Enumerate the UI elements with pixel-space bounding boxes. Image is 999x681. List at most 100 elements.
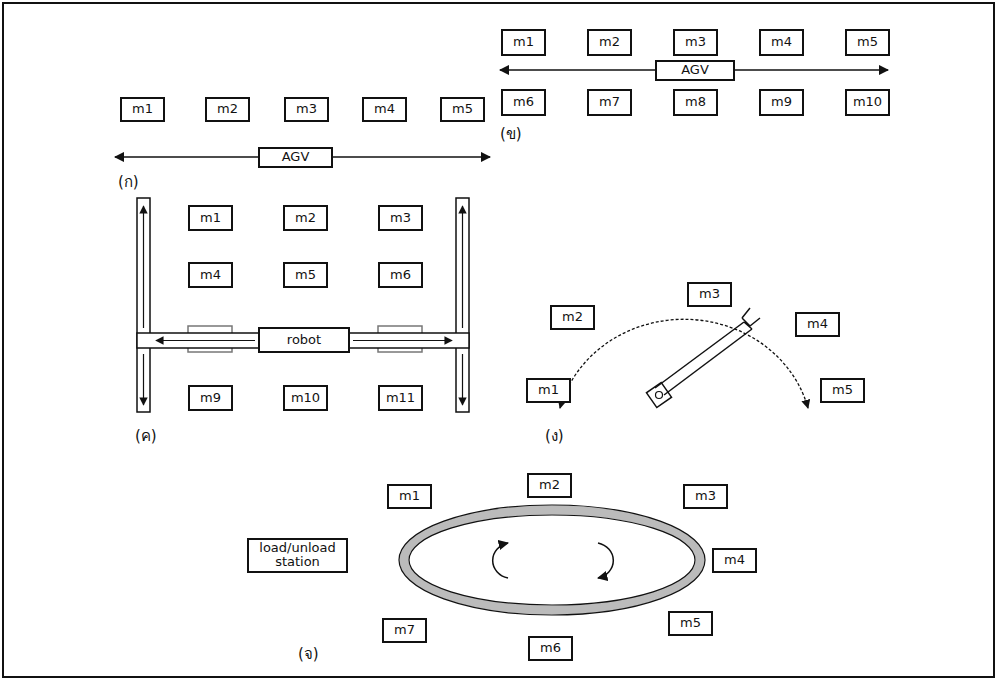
machine-box: m1 xyxy=(526,378,571,403)
machine-box: robot xyxy=(258,327,350,353)
machine-box: m3 xyxy=(673,29,718,56)
box-label: m3 xyxy=(685,35,706,49)
machine-box: m9 xyxy=(759,89,804,116)
box-label: m2 xyxy=(562,310,583,324)
machine-box: m11 xyxy=(378,385,423,411)
machine-box: m4 xyxy=(188,262,233,288)
rail-arrow xyxy=(353,340,452,341)
machine-box: m3 xyxy=(687,282,732,307)
robot-joint xyxy=(656,392,663,399)
box-label: robot xyxy=(287,333,321,347)
machine-box: m5 xyxy=(845,29,890,56)
box-label: m2 xyxy=(295,211,316,225)
machine-box: m2 xyxy=(527,473,572,498)
flow-arrow xyxy=(598,543,613,578)
box-label: load/unload station xyxy=(249,541,346,570)
machine-box: m7 xyxy=(382,618,427,643)
box-label: m5 xyxy=(857,35,878,49)
conveyor-edge xyxy=(399,505,705,615)
conveyor-band xyxy=(404,510,700,610)
machine-box: m4 xyxy=(795,312,840,337)
machine-box: m2 xyxy=(283,205,328,231)
machine-box: m10 xyxy=(283,385,328,411)
rail-arrow xyxy=(156,340,255,341)
frame xyxy=(3,3,994,677)
box-label: m3 xyxy=(699,287,720,301)
box-label: m5 xyxy=(295,268,316,282)
box-label: m5 xyxy=(452,102,473,116)
box-label: m5 xyxy=(832,383,853,397)
rail-arrow xyxy=(143,354,144,405)
machine-box: m7 xyxy=(587,89,632,116)
machine-box: m3 xyxy=(378,205,423,231)
box-label: m10 xyxy=(853,95,882,109)
machine-box: m2 xyxy=(587,29,632,56)
box-label: m6 xyxy=(390,268,411,282)
machine-box: m10 xyxy=(845,89,890,116)
box-label: m3 xyxy=(296,102,317,116)
box-label: m2 xyxy=(217,102,238,116)
machine-box: m5 xyxy=(440,97,485,122)
box-label: m1 xyxy=(200,211,221,225)
gantry-track xyxy=(137,198,469,412)
vertical-rail xyxy=(137,198,150,412)
machine-box: m5 xyxy=(820,378,865,403)
machine-box: m4 xyxy=(712,548,757,573)
box-label: m2 xyxy=(539,478,560,492)
robot-base xyxy=(646,382,671,407)
machine-box: m5 xyxy=(668,611,713,636)
box-label: m1 xyxy=(513,35,534,49)
machine-box: m1 xyxy=(501,29,546,56)
flow-arrow xyxy=(493,543,508,578)
box-label: m11 xyxy=(386,391,415,405)
machine-box: m5 xyxy=(283,262,328,288)
box-label: m9 xyxy=(200,391,221,405)
horizontal-rail xyxy=(137,333,469,348)
machine-box: load/unload station xyxy=(247,538,348,573)
figure-label: (ก) xyxy=(118,170,139,194)
box-label: m1 xyxy=(399,489,420,503)
box-label: m4 xyxy=(771,35,792,49)
box-label: AGV xyxy=(681,63,709,77)
machine-box: m9 xyxy=(188,385,233,411)
arm-link xyxy=(655,322,744,388)
machine-box: m1 xyxy=(387,484,432,509)
machine-box: m6 xyxy=(378,262,423,288)
machine-box: m2 xyxy=(550,305,595,330)
box-label: m7 xyxy=(599,95,620,109)
machine-box: m4 xyxy=(362,97,407,122)
box-label: m8 xyxy=(685,95,706,109)
box-label: AGV xyxy=(282,150,310,164)
rail-arrow xyxy=(143,206,144,328)
box-label: m1 xyxy=(538,383,559,397)
rail-arrow xyxy=(462,354,463,405)
box-label: m4 xyxy=(807,317,828,331)
box-label: m1 xyxy=(132,102,153,116)
machine-box: m2 xyxy=(205,97,250,122)
machine-box: m1 xyxy=(120,97,165,122)
box-label: m3 xyxy=(695,489,716,503)
box-label: m4 xyxy=(724,553,745,567)
loop-conveyor xyxy=(399,505,705,615)
box-label: m9 xyxy=(771,95,792,109)
robot-arm xyxy=(646,308,760,408)
vertical-rail xyxy=(456,198,469,412)
box-label: m2 xyxy=(599,35,620,49)
gripper xyxy=(742,308,760,329)
box-label: m5 xyxy=(680,616,701,630)
machine-box: m3 xyxy=(683,484,728,509)
figure-label: (จ) xyxy=(298,642,319,666)
swing-arc xyxy=(560,319,808,408)
machine-box: AGV xyxy=(258,147,333,168)
box-label: m3 xyxy=(390,211,411,225)
machine-box: m8 xyxy=(673,89,718,116)
box-label: m4 xyxy=(200,268,221,282)
box-label: m6 xyxy=(540,641,561,655)
rail-arrow xyxy=(462,206,463,328)
box-label: m6 xyxy=(513,95,534,109)
machine-box: m1 xyxy=(188,205,233,231)
figure-label: (ข) xyxy=(500,122,522,146)
box-label: m10 xyxy=(291,391,320,405)
arm-link xyxy=(664,329,752,395)
